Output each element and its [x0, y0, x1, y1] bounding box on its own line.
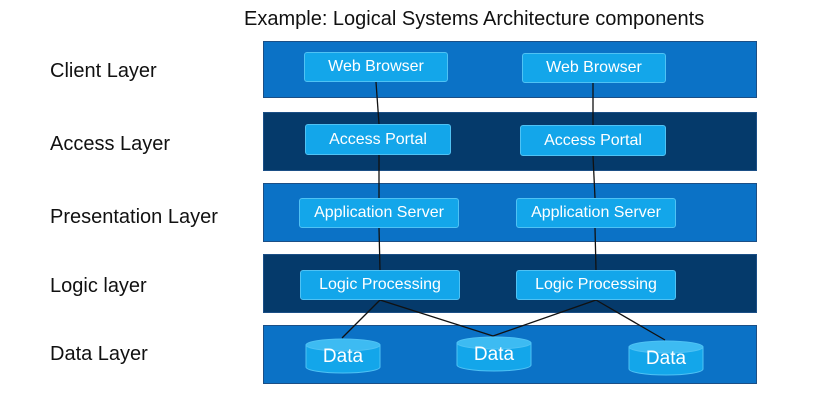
layer-label-logic: Logic layer	[50, 275, 147, 297]
application-server-right: Application Server	[516, 198, 676, 228]
diagram-title: Example: Logical Systems Architecture co…	[244, 8, 705, 30]
database-icon-3	[628, 340, 704, 376]
connector-portal-appserver-right	[592, 155, 596, 199]
layer-label-presentation: Presentation Layer	[50, 206, 218, 228]
connector-logic-left-data-center	[379, 299, 494, 337]
layer-label-data: Data Layer	[50, 343, 148, 365]
logic-processing-left: Logic Processing	[300, 270, 460, 300]
database-label-3: Data	[645, 348, 687, 369]
connector-appserver-logic-left	[378, 227, 381, 271]
database-label-2: Data	[473, 344, 515, 365]
database-icon-1	[305, 338, 381, 374]
connector-browser-portal-left	[375, 81, 380, 125]
web-browser-left: Web Browser	[304, 52, 448, 82]
web-browser-right: Web Browser	[522, 53, 666, 83]
client-layer-band	[263, 41, 757, 98]
application-server-left: Application Server	[299, 198, 459, 228]
access-portal-right: Access Portal	[520, 125, 666, 156]
connector-appserver-logic-right	[594, 227, 597, 271]
layer-label-client: Client Layer	[50, 60, 157, 82]
database-label-1: Data	[322, 346, 364, 367]
access-portal-left: Access Portal	[305, 124, 451, 155]
logic-processing-right: Logic Processing	[516, 270, 676, 300]
connector-logic-right-data-center	[492, 299, 597, 337]
layer-label-access: Access Layer	[50, 133, 171, 155]
connector-logic-left-data-left	[341, 299, 381, 339]
database-icon-2	[456, 336, 532, 372]
connector-logic-right-data-right	[595, 299, 666, 341]
